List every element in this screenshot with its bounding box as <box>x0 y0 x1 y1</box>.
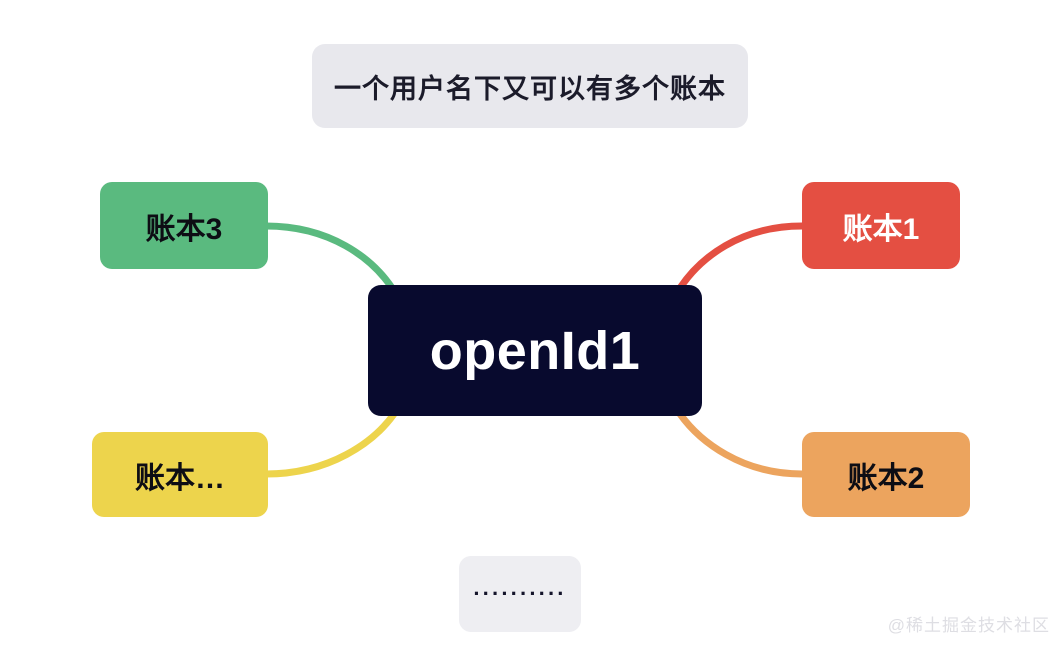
branch-node-bottom-left[interactable]: 账本… <box>92 432 268 517</box>
edge-green <box>262 222 396 292</box>
branch-node-top-left[interactable]: 账本3 <box>100 182 268 269</box>
edge-orange <box>676 410 806 478</box>
branch-node-top-right[interactable]: 账本1 <box>802 182 960 269</box>
watermark: @稀土掘金技术社区 <box>887 616 1050 635</box>
header-note: 一个用户名下又可以有多个账本 <box>312 44 748 128</box>
footer-note[interactable]: ·········· <box>459 556 581 632</box>
branch-node-bottom-right[interactable]: 账本2 <box>802 432 970 517</box>
edge-red <box>676 222 806 292</box>
edge-yellow <box>262 410 398 478</box>
center-node[interactable]: openId1 <box>368 285 702 416</box>
